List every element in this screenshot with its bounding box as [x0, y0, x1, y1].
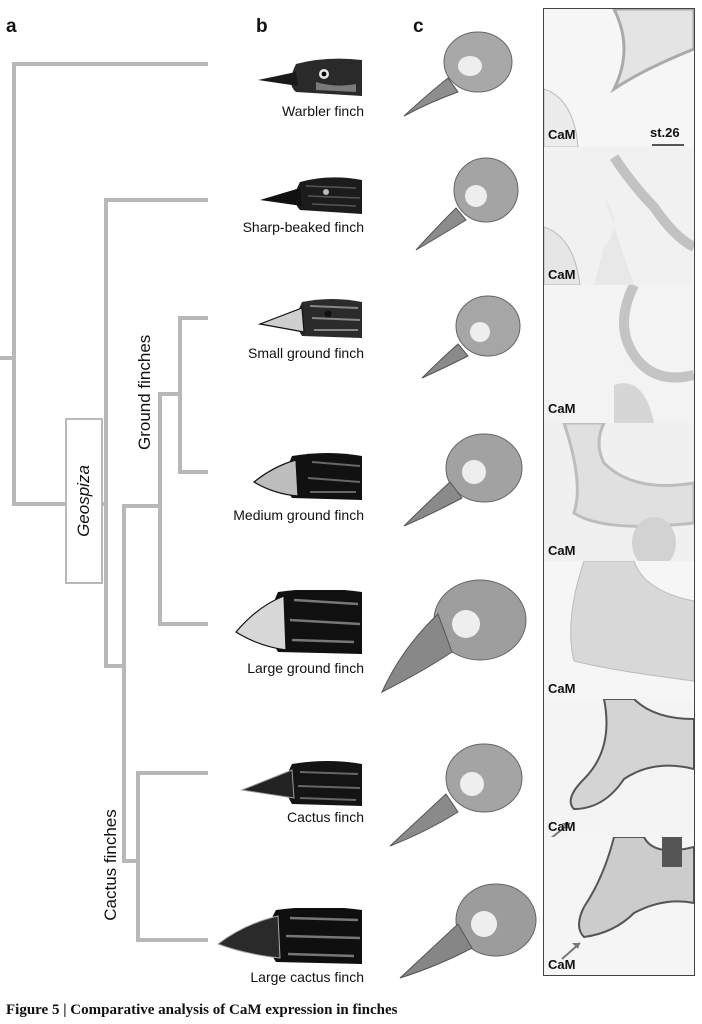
- panel-label-c: c: [413, 16, 424, 37]
- geospiza-label: Geospiza: [74, 465, 93, 537]
- expression-section-5: CaM: [544, 699, 694, 837]
- large-cactus-finch-skull-image: [399, 883, 537, 979]
- medium-ground-finch-head-image: [252, 453, 362, 500]
- expression-section-0: CaM st.26: [544, 9, 694, 147]
- cam-label-5: CaM: [548, 819, 576, 834]
- species-name-5: Cactus finch: [286, 809, 364, 825]
- panel-label-b: b: [256, 16, 268, 37]
- large-ground-finch-skull-image: [380, 579, 527, 694]
- expression-section-1: CaM: [544, 147, 694, 285]
- cactus-finches-label: Cactus finches: [101, 809, 120, 921]
- cam-label-6: CaM: [548, 957, 576, 972]
- sharp-beaked-finch-head-image: [260, 177, 362, 214]
- cam-label-4: CaM: [548, 681, 576, 696]
- medium-ground-finch-skull-image: [403, 433, 523, 527]
- large-cactus-finch-head-image: [216, 908, 362, 964]
- species-name-6: Large cactus finch: [250, 969, 364, 985]
- ground-finches-label: Ground finches: [135, 334, 154, 450]
- panel-d-expression-frame: CaM st.26 CaM CaM CaM CaM CaM CaM: [543, 8, 695, 976]
- figure-caption: Figure 5 | Comparative analysis of CaM e…: [6, 1002, 398, 1018]
- species-name-1: Sharp-beaked finch: [242, 219, 364, 235]
- species-name-0: Warbler finch: [282, 103, 364, 119]
- species-name-4: Large ground finch: [247, 660, 364, 676]
- expression-section-4: CaM: [544, 561, 694, 699]
- geospiza-box: [65, 418, 103, 584]
- cactus-finch-skull-image: [389, 743, 523, 847]
- small-ground-finch-skull-image: [421, 295, 521, 379]
- small-ground-finch-head-image: [257, 299, 362, 338]
- warbler-finch-skull-image: [403, 31, 513, 117]
- species-name-2: Small ground finch: [248, 345, 364, 361]
- panel-label-a: a: [6, 16, 17, 37]
- warbler-finch-head-image: [258, 58, 362, 96]
- expression-section-2: CaM: [544, 285, 694, 423]
- cam-label-2: CaM: [548, 401, 576, 416]
- cam-label-0: CaM: [548, 127, 576, 142]
- large-ground-finch-head-image: [235, 590, 362, 654]
- expression-section-3: CaM: [544, 423, 694, 561]
- cam-label-3: CaM: [548, 543, 576, 558]
- stage-label: st.26: [650, 125, 680, 140]
- cactus-finch-head-image: [240, 761, 362, 806]
- sharp-beaked-finch-skull-image: [415, 157, 519, 251]
- cam-label-1: CaM: [548, 267, 576, 282]
- species-name-3: Medium ground finch: [233, 507, 364, 523]
- expression-section-6: CaM: [544, 837, 694, 975]
